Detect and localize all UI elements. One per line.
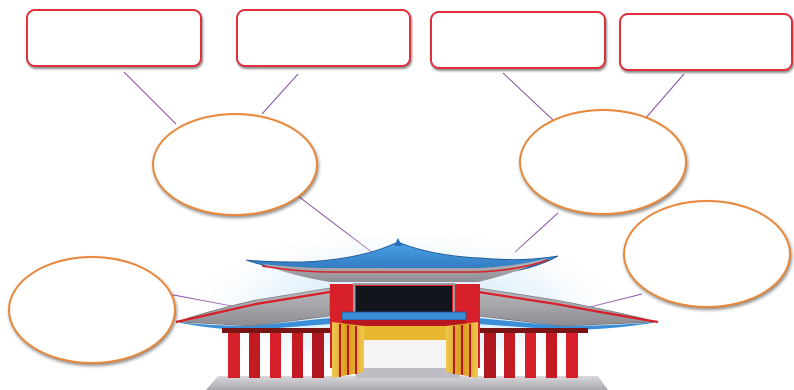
hall-beam-red <box>342 320 466 326</box>
lower-roof-right-blue <box>478 318 658 330</box>
connector-line <box>502 72 554 121</box>
right-pillars <box>476 328 588 378</box>
label-box[interactable] <box>619 13 793 71</box>
left-pillars <box>222 328 334 378</box>
upper-roof-grey <box>262 258 548 282</box>
connector-line <box>261 73 299 115</box>
hall-window-band <box>356 286 452 312</box>
connector-line <box>123 71 177 125</box>
label-ellipse[interactable] <box>623 200 791 308</box>
connector-line <box>643 73 685 121</box>
label-box[interactable] <box>430 11 606 69</box>
label-box[interactable] <box>26 9 202 67</box>
lower-roof-right-ridge <box>477 290 659 324</box>
upper-roof-ridge <box>261 259 549 273</box>
label-ellipse[interactable] <box>152 113 318 216</box>
roof-finial <box>394 238 402 246</box>
hall-beam-blue <box>341 311 467 321</box>
lower-roof-left-blue <box>176 318 330 330</box>
label-box[interactable] <box>236 9 411 67</box>
chinese-temple-illustration <box>175 218 659 390</box>
lower-roof-left-ridge <box>175 290 331 324</box>
temple-floor <box>206 376 608 390</box>
label-ellipse[interactable] <box>519 109 687 215</box>
gold-door-screens <box>332 322 478 378</box>
temple-step <box>356 366 460 378</box>
label-ellipse[interactable] <box>8 256 176 364</box>
